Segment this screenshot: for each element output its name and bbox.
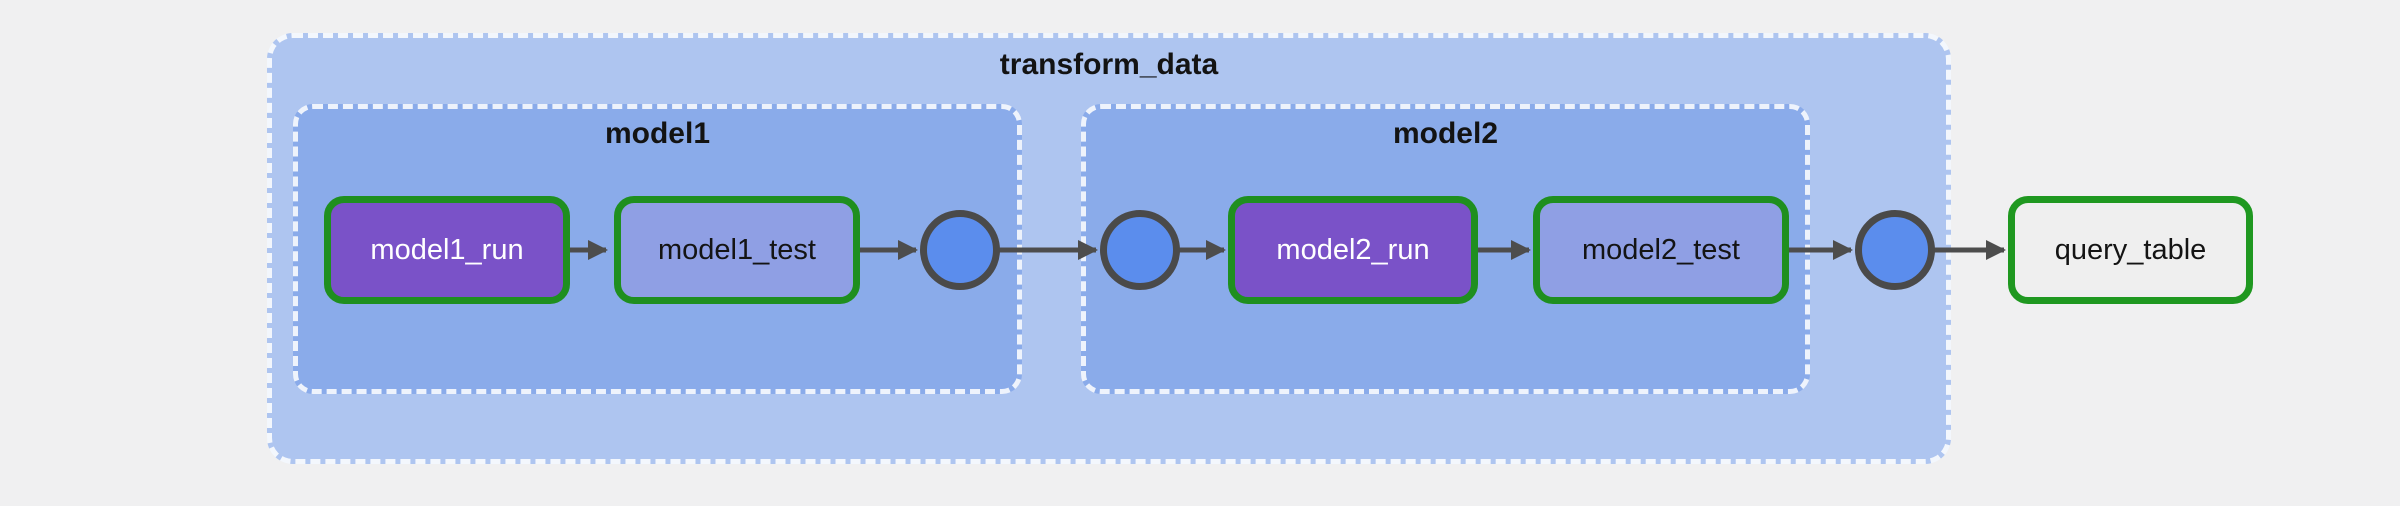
task-node-model1-run[interactable]: model1_run	[324, 196, 570, 304]
task-node-query-table[interactable]: query_table	[2008, 196, 2253, 304]
task-node-model1-test-label: model1_test	[658, 233, 816, 266]
task-node-model2-test[interactable]: model2_test	[1533, 196, 1789, 304]
task-node-model2-run[interactable]: model2_run	[1228, 196, 1478, 304]
task-node-model2-run-label: model2_run	[1276, 233, 1430, 266]
join-node-model2[interactable]	[1100, 210, 1180, 290]
task-node-model1-run-label: model1_run	[370, 233, 524, 266]
task-group-transform-data-title: transform_data	[999, 48, 1219, 81]
task-node-model1-test[interactable]: model1_test	[614, 196, 860, 304]
join-node-transform-data[interactable]	[1855, 210, 1935, 290]
task-node-query-table-label: query_table	[2054, 233, 2207, 266]
task-group-model1-title: model1	[604, 117, 711, 150]
task-node-model2-test-label: model2_test	[1582, 233, 1740, 266]
join-node-model1[interactable]	[920, 210, 1000, 290]
task-group-model2-title: model2	[1392, 117, 1499, 150]
